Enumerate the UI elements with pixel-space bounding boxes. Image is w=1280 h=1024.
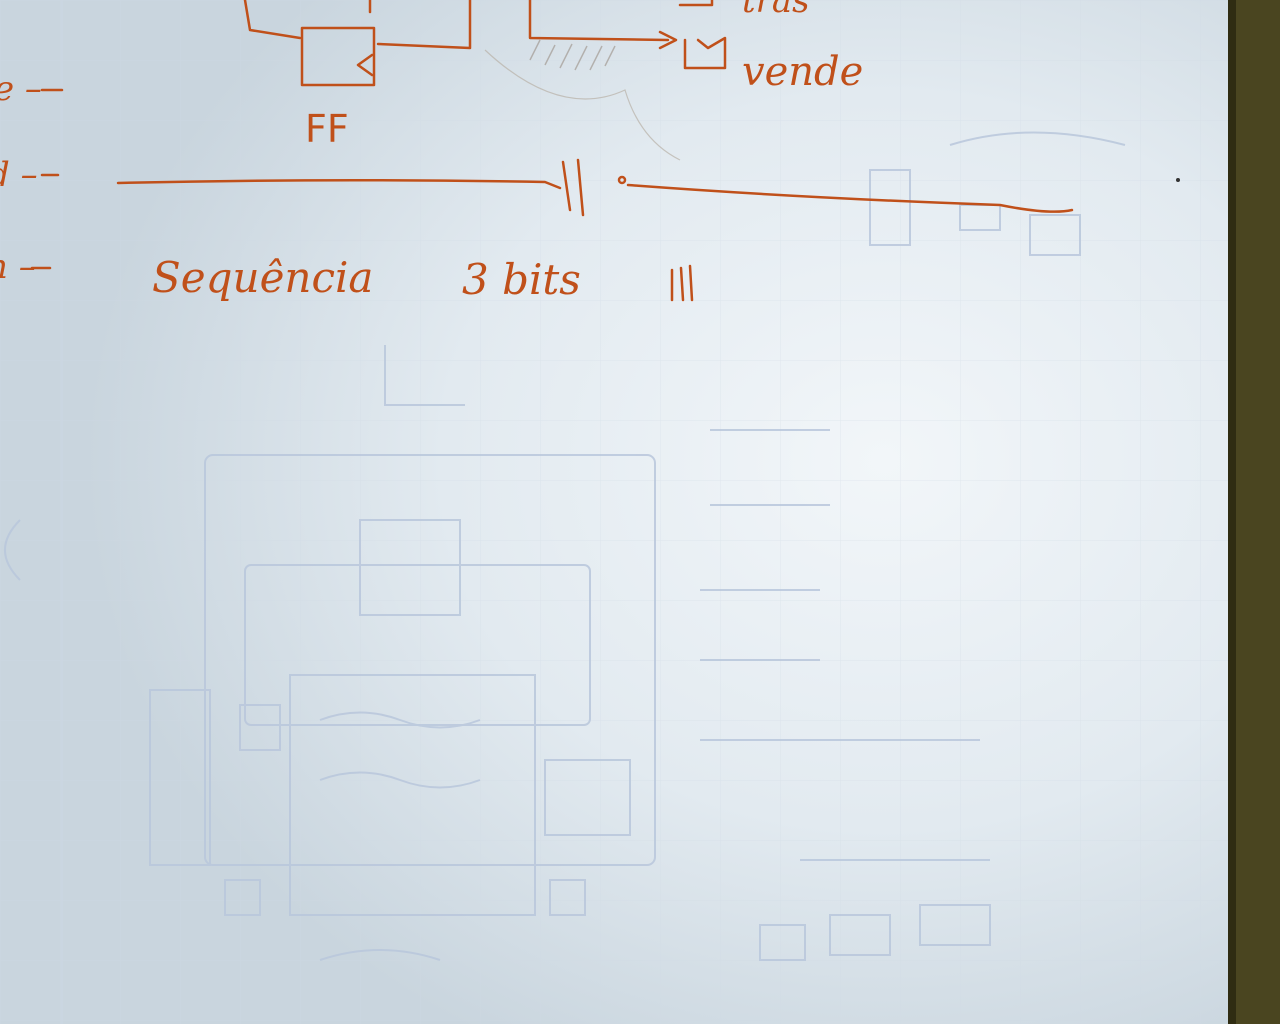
flip-flop-box [300,26,376,87]
vende-label: vende [742,49,863,95]
faint-pencil-sketch [4,131,1126,961]
ff-label: FF [305,107,349,151]
desk-edge [1228,0,1280,1024]
bits-label: 3 bits [462,255,581,304]
sequence-caption: Sequência [152,253,373,302]
top-right-label: tras [742,0,810,21]
margin-mark-2: d – [0,155,38,195]
margin-mark-1: e – [0,69,42,109]
pencil-hatching [529,39,616,71]
circuit-sketch [30,0,1074,302]
margin-mark-3: n – [0,247,36,287]
